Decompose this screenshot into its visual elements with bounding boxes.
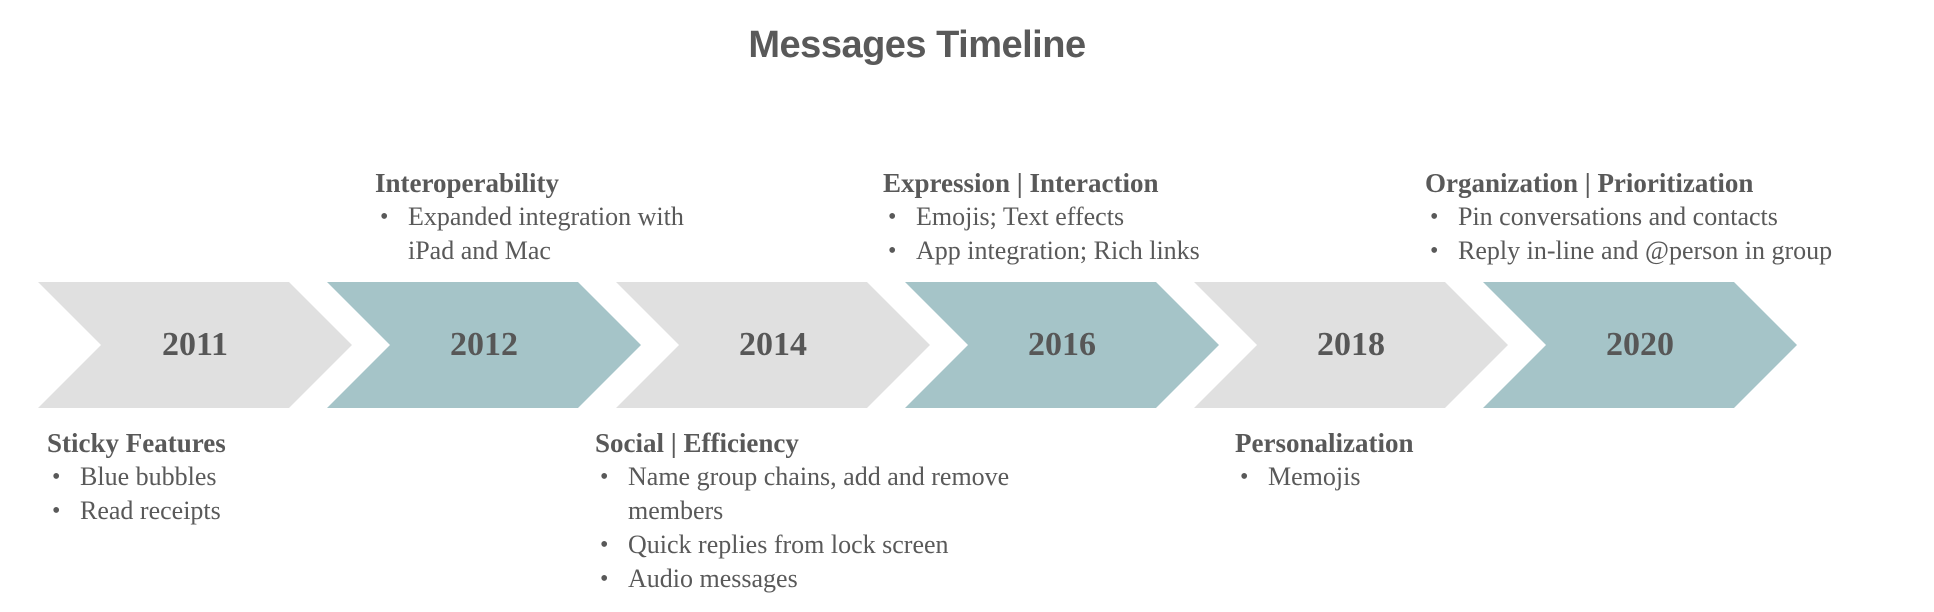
annotation-bullet-list: Expanded integration with iPad and Mac <box>375 200 720 268</box>
annotation-expression-interaction: Expression | Interaction Emojis; Text ef… <box>883 166 1313 268</box>
year-label: 2012 <box>450 326 518 363</box>
annotation-social-efficiency: Social | Efficiency Name group chains, a… <box>595 426 1015 596</box>
timeline-chevron-2016: 2016 <box>905 282 1219 408</box>
bullet-item: Expanded integration with iPad and Mac <box>375 200 720 268</box>
timeline-chevron-2018: 2018 <box>1194 282 1508 408</box>
year-label: 2011 <box>161 326 229 363</box>
annotation-heading: Organization | Prioritization <box>1425 168 1754 198</box>
year-label: 2014 <box>739 326 807 363</box>
timeline-chevron-2011: 2011 <box>38 282 352 408</box>
annotation-heading: Personalization <box>1235 428 1414 458</box>
annotation-personalization: Personalization Memojis <box>1235 426 1555 494</box>
bullet-item: Memojis <box>1235 460 1555 494</box>
annotation-heading: Social | Efficiency <box>595 428 799 458</box>
annotation-heading: Expression | Interaction <box>883 168 1159 198</box>
annotation-heading: Interoperability <box>375 168 559 198</box>
year-label: 2018 <box>1317 326 1385 363</box>
annotation-sticky-features: Sticky Features Blue bubbles Read receip… <box>47 426 347 528</box>
timeline-chevron-2014: 2014 <box>616 282 930 408</box>
annotation-organization-prioritization: Organization | Prioritization Pin conver… <box>1425 166 1930 268</box>
bullet-item: Reply in-line and @person in group <box>1425 234 1930 268</box>
timeline-chevron-2020: 2020 <box>1483 282 1797 408</box>
annotation-bullet-list: Memojis <box>1235 460 1555 494</box>
annotation-heading: Sticky Features <box>47 428 226 458</box>
bullet-item: Audio messages <box>595 562 1015 596</box>
annotation-bullet-list: Pin conversations and contacts Reply in-… <box>1425 200 1930 268</box>
page-title: Messages Timeline <box>748 24 1086 66</box>
annotation-interoperability: Interoperability Expanded integration wi… <box>375 166 720 268</box>
year-label: 2020 <box>1606 326 1674 363</box>
bullet-item: Emojis; Text effects <box>883 200 1313 234</box>
annotation-bullet-list: Blue bubbles Read receipts <box>47 460 347 528</box>
bullet-item: Read receipts <box>47 494 347 528</box>
annotation-bullet-list: Emojis; Text effects App integration; Ri… <box>883 200 1313 268</box>
bullet-item: Blue bubbles <box>47 460 347 494</box>
annotation-bullet-list: Name group chains, add and remove member… <box>595 460 1015 596</box>
year-label: 2016 <box>1028 326 1096 363</box>
bullet-item: Name group chains, add and remove member… <box>595 460 1015 528</box>
bullet-item: Pin conversations and contacts <box>1425 200 1930 234</box>
bullet-item: App integration; Rich links <box>883 234 1313 268</box>
timeline-chevron-2012: 2012 <box>327 282 641 408</box>
bullet-item: Quick replies from lock screen <box>595 528 1015 562</box>
